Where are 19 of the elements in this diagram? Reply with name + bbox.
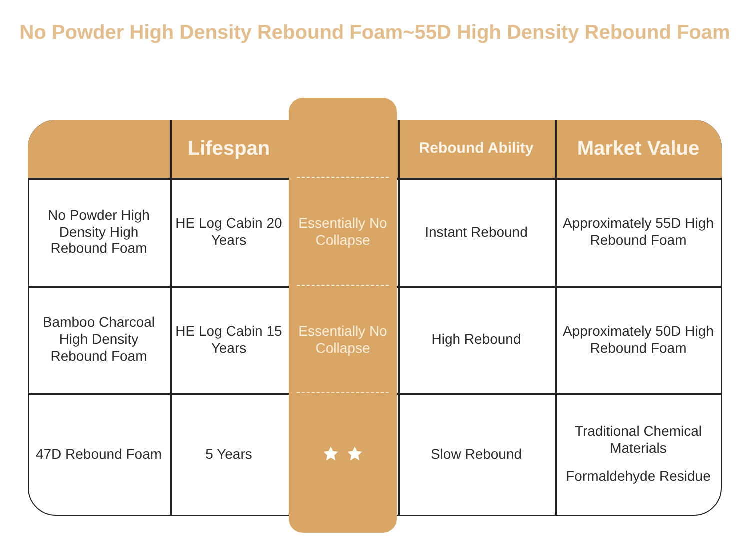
cell-text: Approximately 55D High Rebound Foam [562,215,715,249]
cell-text: Slow Rebound [430,446,522,462]
column-header: Lifespan [188,137,270,161]
cell-text: HE Log Cabin 20 Years [174,215,284,249]
cell-text: Instant Rebound [425,224,528,240]
page-title: No Powder High Density Rebound Foam~55D High Density Rebound Foam [18,22,732,45]
cell-text: Traditional Chemical Materials [574,422,704,456]
cell-text: High Rebound [432,331,522,348]
cell-text: 47D Rebound Foam [36,446,162,462]
cell-text: No Powder High Density High Rebound Foam [47,206,151,258]
cell-text: HE Log Cabin 15 Years [174,322,284,356]
column-header: Rebound Ability [419,140,534,158]
cell-text: Approximately 50D High Rebound Foam [562,322,715,356]
column-header: Market Value [577,137,700,161]
cell-text: Formaldehyde Residue [566,468,711,486]
cell-text: Bamboo Charcoal High Density Rebound Foam [42,314,156,365]
cell-text: Essentially No Collapse [298,322,388,356]
cell-text: 5 Years [206,446,252,462]
cell-text: Essentially No Collapse [298,215,388,249]
